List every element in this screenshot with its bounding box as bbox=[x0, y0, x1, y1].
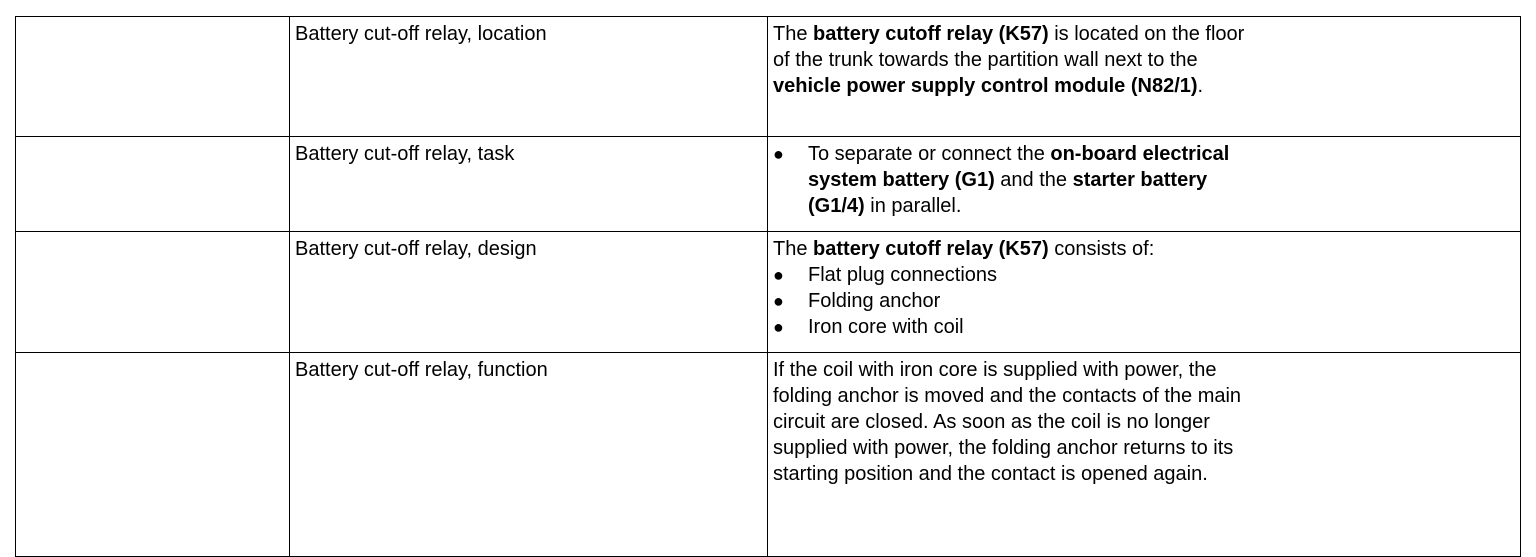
table-row: Battery cut-off relay, design The batter… bbox=[15, 231, 1521, 353]
component-name: on-board electrical system battery (G1) bbox=[808, 143, 1230, 191]
row-label: Battery cut-off relay, task bbox=[289, 136, 768, 232]
row-description: The battery cutoff relay (K57) consists … bbox=[767, 231, 1521, 353]
empty-cell bbox=[15, 16, 290, 137]
task-list: To separate or connect the on-board elec… bbox=[773, 141, 1253, 219]
component-name: battery cutoff relay (K57) bbox=[813, 238, 1049, 260]
row-label: Battery cut-off relay, function bbox=[289, 352, 768, 557]
design-list: Flat plug connections Folding anchor Iro… bbox=[773, 262, 1253, 340]
component-name: starter battery (G1/4) bbox=[808, 169, 1208, 217]
design-intro: The battery cutoff relay (K57) consists … bbox=[773, 238, 1155, 260]
component-name: vehicle power supply control module (N82… bbox=[773, 75, 1198, 97]
table-row: Battery cut-off relay, function If the c… bbox=[15, 352, 1521, 557]
table-row: Battery cut-off relay, task To separate … bbox=[15, 136, 1521, 232]
row-description: The battery cutoff relay (K57) is locate… bbox=[767, 16, 1521, 137]
location-text: The battery cutoff relay (K57) is locate… bbox=[773, 23, 1245, 97]
component-name: battery cutoff relay (K57) bbox=[813, 23, 1049, 45]
row-description: If the coil with iron core is supplied w… bbox=[767, 352, 1521, 557]
row-label: Battery cut-off relay, design bbox=[289, 231, 768, 353]
row-description: To separate or connect the on-board elec… bbox=[767, 136, 1521, 232]
empty-cell bbox=[15, 231, 290, 353]
table-row: Battery cut-off relay, location The batt… bbox=[15, 16, 1521, 137]
list-item: Flat plug connections bbox=[773, 262, 1253, 288]
empty-cell bbox=[15, 352, 290, 557]
document-table: Battery cut-off relay, location The batt… bbox=[15, 16, 1521, 557]
list-item: Iron core with coil bbox=[773, 314, 1253, 340]
empty-cell bbox=[15, 136, 290, 232]
row-label: Battery cut-off relay, location bbox=[289, 16, 768, 137]
function-text: If the coil with iron core is supplied w… bbox=[773, 359, 1242, 485]
list-item: To separate or connect the on-board elec… bbox=[773, 141, 1253, 219]
list-item: Folding anchor bbox=[773, 288, 1253, 314]
